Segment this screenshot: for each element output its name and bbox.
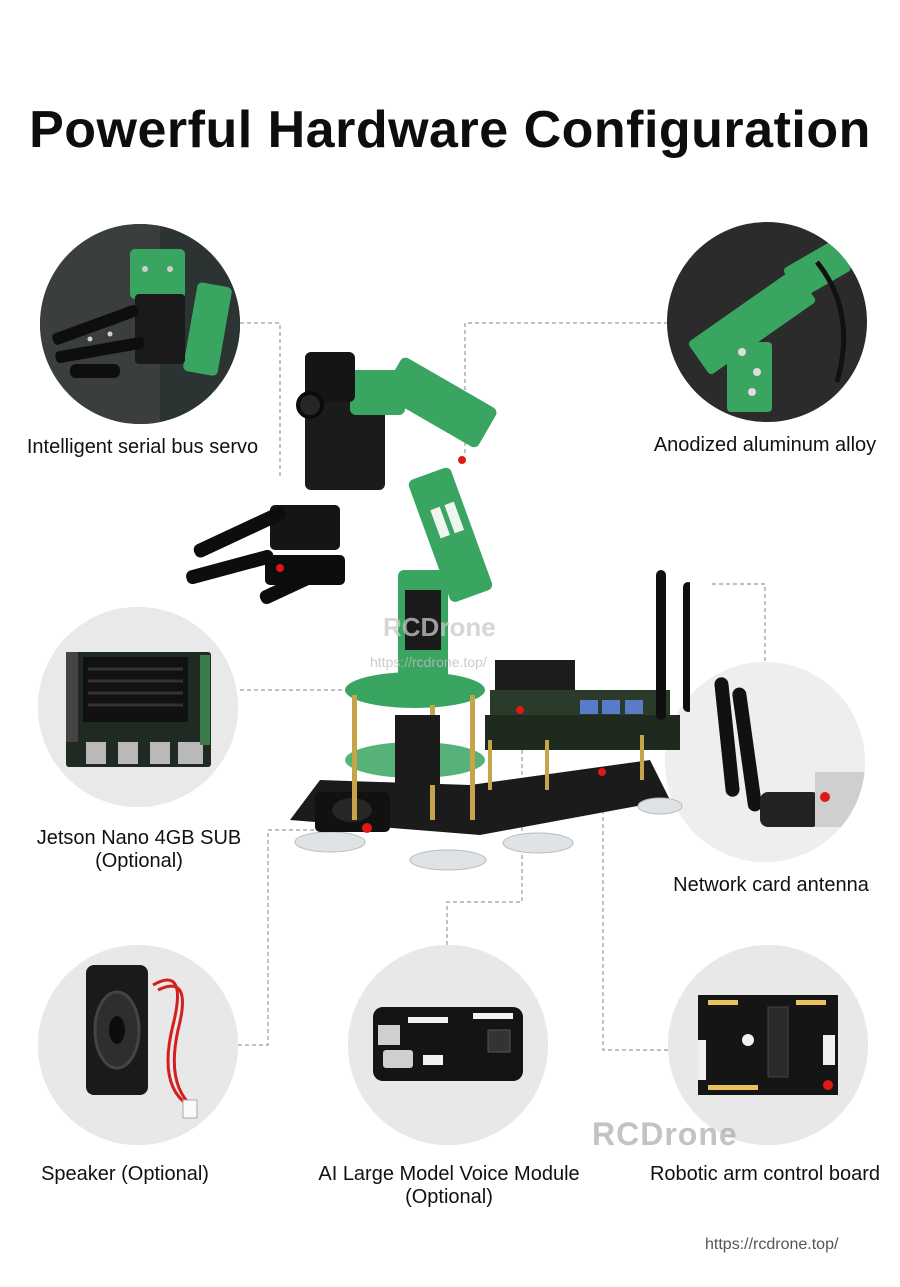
caption-jetson-line2: (Optional)	[95, 850, 183, 872]
alloy-photo	[667, 222, 867, 422]
jetson-photo	[38, 607, 238, 807]
caption-voice-line1: AI Large Model Voice Module	[318, 1163, 580, 1185]
caption-voice-module: AI Large Model Voice Module (Optional)	[300, 1163, 598, 1209]
page-title: Powerful Hardware Configuration	[29, 101, 871, 159]
antenna-photo	[665, 662, 865, 862]
caption-voice-line2: (Optional)	[405, 1186, 493, 1208]
leader-servo	[240, 322, 281, 478]
caption-control-board: Robotic arm control board	[649, 1163, 881, 1185]
caption-speaker: Speaker (Optional)	[41, 1163, 209, 1185]
leader-speaker	[238, 829, 330, 1046]
caption-jetson-line1: Jetson Nano 4GB SUB	[36, 827, 242, 849]
watermark-url-center: https://rcdrone.top/	[370, 654, 487, 670]
leader-antenna	[712, 583, 766, 680]
robot-arm-photo	[186, 352, 690, 871]
footer-url: https://rcdrone.top/	[705, 1236, 839, 1253]
caption-antenna: Network card antenna	[673, 874, 869, 896]
caption-alloy: Anodized aluminum alloy	[653, 434, 877, 456]
control-board-photo	[668, 945, 868, 1145]
leader-board	[602, 775, 668, 1051]
watermark-brand-bottom: RCDrone	[592, 1116, 738, 1152]
caption-jetson: Jetson Nano 4GB SUB (Optional)	[28, 827, 250, 873]
caption-servo: Intelligent serial bus servo	[26, 436, 259, 458]
speaker-photo	[38, 945, 238, 1145]
servo-photo	[40, 224, 240, 424]
watermark-brand-center: RCDrone	[383, 612, 496, 642]
voice-module-photo	[348, 945, 548, 1145]
